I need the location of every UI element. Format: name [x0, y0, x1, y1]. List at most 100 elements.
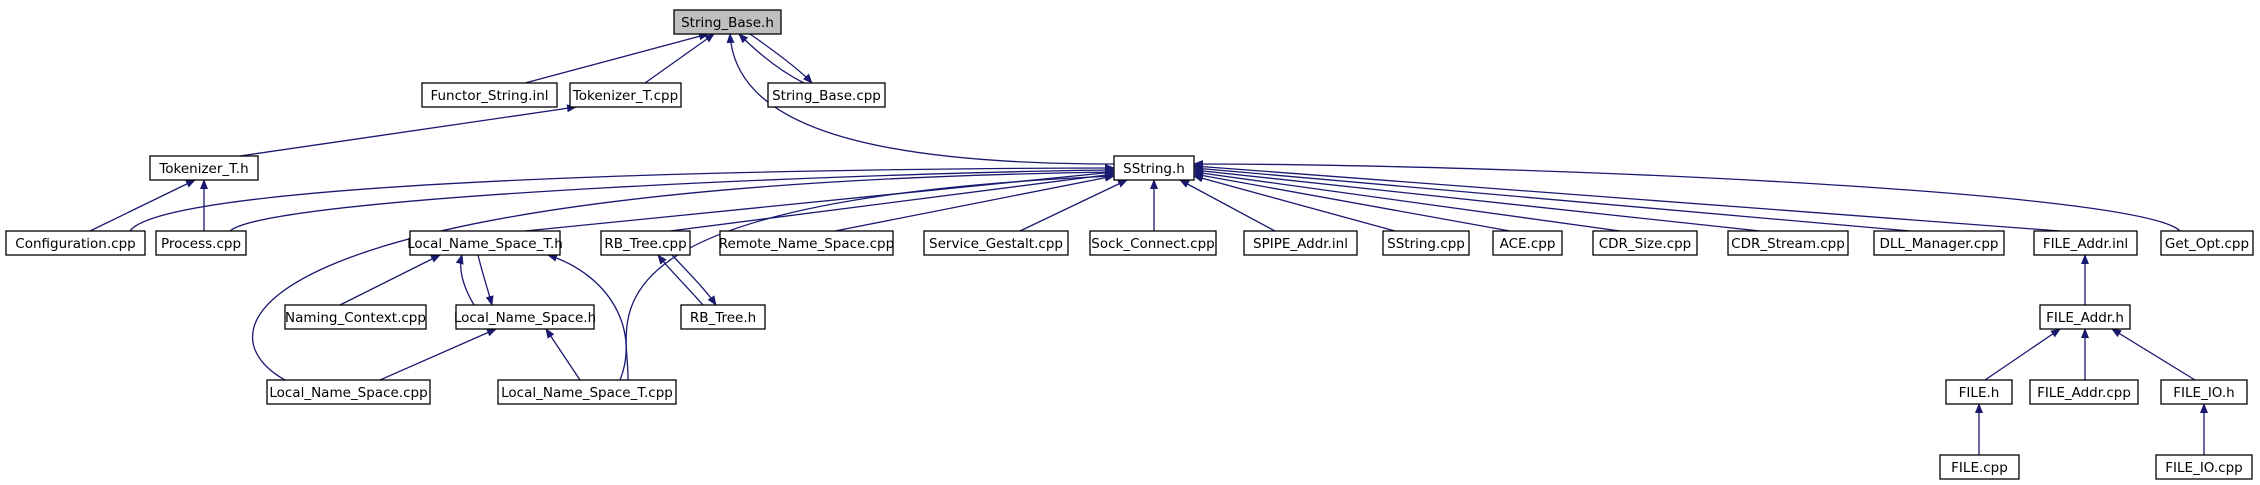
edge-local-name-space-t-h-to-local-name-space-h: [477, 254, 494, 306]
node-box: [409, 230, 561, 256]
edge-sstring-cpp-to-sstring-h: [1193, 174, 1396, 232]
node-file-addr-inl[interactable]: FILE_Addr.inl: [2033, 230, 2138, 256]
node-string-base-h[interactable]: String_Base.h: [673, 9, 782, 35]
node-box: [767, 82, 886, 108]
node-box: [421, 82, 558, 108]
node-box: [455, 304, 595, 330]
node-label: Remote_Name_Space.cpp: [719, 236, 894, 252]
node-local-name-space-h[interactable]: Local_Name_Space.h: [454, 304, 596, 330]
edge-local-name-space-t-cpp-to-local-name-space-t-h: [547, 253, 627, 381]
edge-configuration-cpp-to-sstring-h: [129, 164, 1115, 232]
edge-local-name-space-t-cpp-to-local-name-space-h: [545, 328, 581, 381]
node-get-opt-cpp[interactable]: Get_Opt.cpp: [2160, 230, 2254, 256]
edge-file-io-h-to-file-addr-h: [2111, 328, 2196, 381]
edge-functor-string-inl-to-string-base-h: [524, 32, 709, 84]
node-box: [2160, 230, 2254, 256]
node-label: Service_Gestalt.cpp: [929, 236, 1063, 252]
node-ace-cpp[interactable]: ACE.cpp: [1492, 230, 1563, 256]
node-cdr-size-cpp[interactable]: CDR_Size.cpp: [1592, 230, 1698, 256]
node-label: String_Base.h: [681, 15, 774, 31]
node-spipe-addr-inl[interactable]: SPIPE_Addr.inl: [1243, 230, 1358, 256]
node-box: [1113, 155, 1195, 181]
edge-ace-cpp-to-sstring-h: [1193, 171, 1511, 232]
node-dll-manager-cpp[interactable]: DLL_Manager.cpp: [1873, 230, 2005, 256]
edge-file-h-to-file-addr-h: [1984, 328, 2061, 381]
node-sstring-h[interactable]: SString.h: [1113, 155, 1195, 181]
node-file-cpp[interactable]: FILE.cpp: [1939, 454, 2020, 480]
node-configuration-cpp[interactable]: Configuration.cpp: [5, 230, 146, 256]
node-label: RB_Tree.h: [690, 310, 756, 326]
edge-service-gestalt-cpp-to-sstring-h: [1019, 179, 1128, 232]
node-box: [1873, 230, 2005, 256]
node-service-gestalt-cpp[interactable]: Service_Gestalt.cpp: [923, 230, 1069, 256]
node-box: [1939, 454, 2020, 480]
node-box: [1945, 379, 2013, 405]
node-box: [284, 304, 427, 330]
node-box: [600, 230, 691, 256]
node-box: [569, 82, 682, 108]
edge-process-cpp-to-sstring-h: [229, 166, 1115, 232]
node-local-name-space-t-cpp[interactable]: Local_Name_Space_T.cpp: [497, 379, 677, 405]
node-file-io-cpp[interactable]: FILE_IO.cpp: [2155, 454, 2253, 480]
node-box: [1243, 230, 1358, 256]
node-label: SString.h: [1123, 161, 1185, 177]
node-label: Get_Opt.cpp: [2165, 236, 2249, 252]
node-functor-string-inl[interactable]: Functor_String.inl: [421, 82, 558, 108]
node-label: DLL_Manager.cpp: [1880, 236, 1999, 252]
node-label: CDR_Stream.cpp: [1731, 236, 1845, 252]
node-box: [1592, 230, 1698, 256]
node-label: Local_Name_Space_T.h: [407, 236, 563, 252]
node-box: [673, 9, 782, 35]
edge-spipe-addr-inl-to-sstring-h: [1179, 179, 1276, 232]
node-rb-tree-cpp[interactable]: RB_Tree.cpp: [600, 230, 691, 256]
node-sstring-cpp[interactable]: SString.cpp: [1382, 230, 1470, 256]
node-file-addr-cpp[interactable]: FILE_Addr.cpp: [2029, 379, 2139, 405]
node-box: [2039, 304, 2131, 330]
node-file-io-h[interactable]: FILE_IO.h: [2160, 379, 2248, 405]
node-local-name-space-cpp[interactable]: Local_Name_Space.cpp: [266, 379, 431, 405]
node-tokenizer-t-h[interactable]: Tokenizer_T.h: [149, 155, 259, 181]
edge-sstring-h-to-string-base-h: [726, 33, 1115, 165]
edge-file-addr-inl-to-sstring-h: [1193, 162, 2061, 232]
edge-configuration-cpp-to-tokenizer-t-h: [89, 179, 196, 232]
edge-string-base-h-to-string-base-cpp: [749, 33, 813, 84]
node-process-cpp[interactable]: Process.cpp: [155, 230, 247, 256]
edge-rb-tree-h-to-rb-tree-cpp: [657, 254, 704, 306]
node-box: [497, 379, 677, 405]
node-cdr-stream-cpp[interactable]: CDR_Stream.cpp: [1727, 230, 1849, 256]
edge-string-base-cpp-to-string-base-h: [738, 33, 805, 84]
node-box: [1727, 230, 1849, 256]
node-label: Local_Name_Space.h: [454, 310, 596, 326]
node-label: FILE_Addr.h: [2046, 310, 2124, 326]
node-box: [149, 155, 259, 181]
node-label: FILE.h: [1959, 385, 2000, 401]
node-remote-name-space-cpp[interactable]: Remote_Name_Space.cpp: [719, 230, 894, 256]
edges-layer: [89, 32, 2208, 455]
edge-remote-name-space-cpp-to-sstring-h: [834, 173, 1115, 232]
node-label: RB_Tree.cpp: [604, 236, 686, 252]
node-naming-context-cpp[interactable]: Naming_Context.cpp: [284, 304, 427, 330]
node-file-h[interactable]: FILE.h: [1945, 379, 2013, 405]
node-box: [1089, 230, 1217, 256]
node-box: [1492, 230, 1563, 256]
node-label: SPIPE_Addr.inl: [1253, 236, 1348, 252]
node-label: SString.cpp: [1387, 236, 1465, 252]
node-box: [680, 304, 766, 330]
node-label: Process.cpp: [161, 236, 241, 252]
node-box: [719, 230, 894, 256]
node-box: [923, 230, 1069, 256]
node-box: [5, 230, 146, 256]
edge-cdr-stream-cpp-to-sstring-h: [1193, 166, 1761, 232]
node-label: String_Base.cpp: [772, 88, 881, 104]
node-box: [2029, 379, 2139, 405]
edge-rb-tree-cpp-to-rb-tree-h: [671, 254, 717, 306]
node-local-name-space-t-h[interactable]: Local_Name_Space_T.h: [407, 230, 563, 256]
node-file-addr-h[interactable]: FILE_Addr.h: [2039, 304, 2131, 330]
node-sock-connect-cpp[interactable]: Sock_Connect.cpp: [1089, 230, 1217, 256]
node-rb-tree-h[interactable]: RB_Tree.h: [680, 304, 766, 330]
node-tokenizer-t-cpp[interactable]: Tokenizer_T.cpp: [569, 82, 682, 108]
node-label: FILE.cpp: [1951, 460, 2008, 476]
node-string-base-cpp[interactable]: String_Base.cpp: [767, 82, 886, 108]
node-box: [266, 379, 431, 405]
